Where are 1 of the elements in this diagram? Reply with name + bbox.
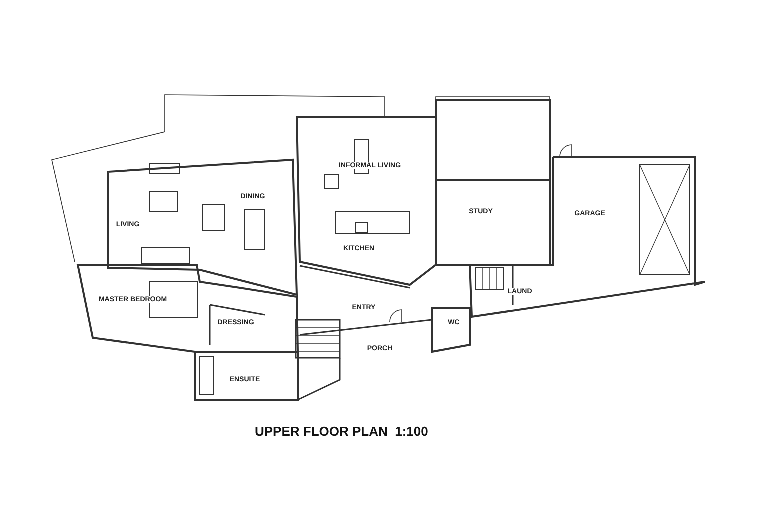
plan-title: UPPER FLOOR PLAN 1:100: [255, 424, 428, 439]
